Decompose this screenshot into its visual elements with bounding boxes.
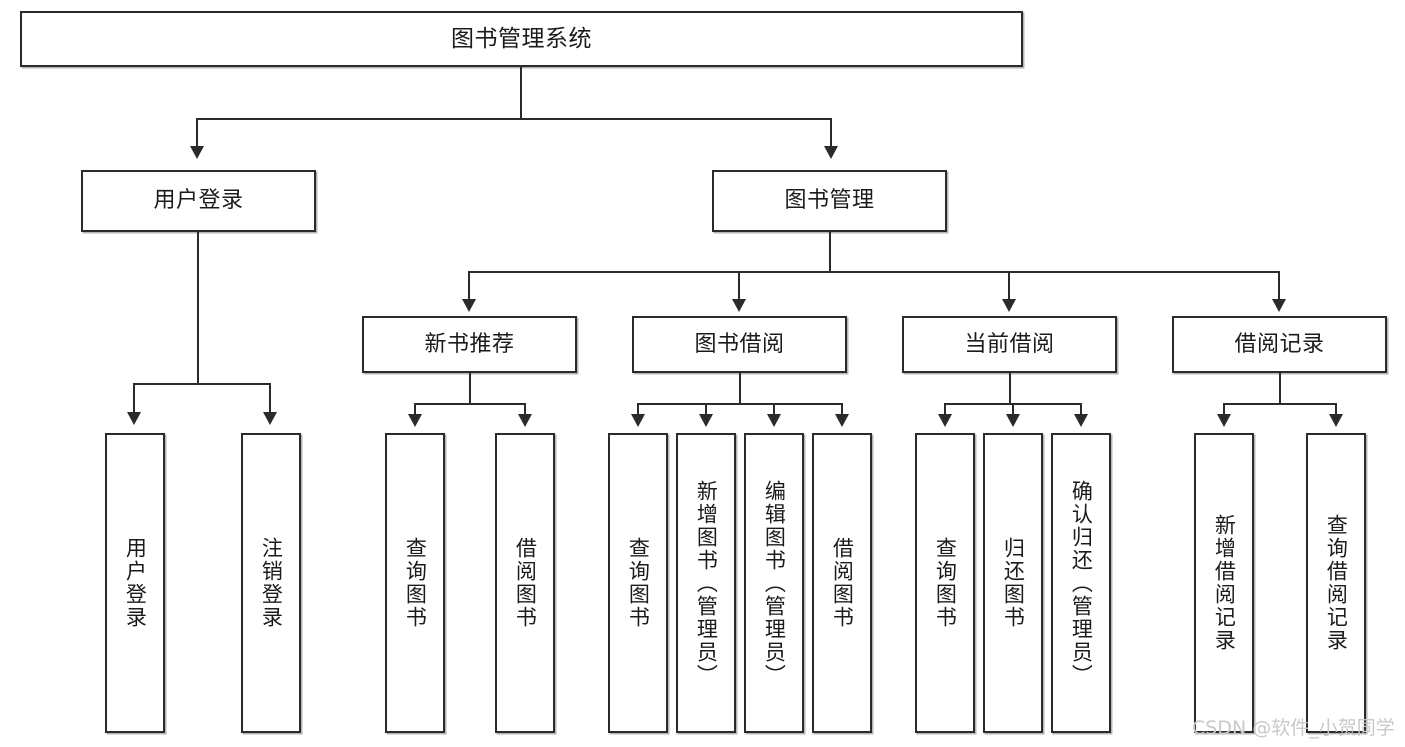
leaf-add-borrow-record[interactable]: 新增借阅记录 — [1194, 433, 1254, 733]
connector-borrow-record-leaf-2 — [1335, 403, 1337, 417]
connector-new-book-bus — [414, 403, 526, 405]
leaf-edit-book-admin[interactable]: 编辑图书（管理员） — [744, 433, 804, 733]
node-user-login[interactable]: 用户登录 — [81, 170, 316, 232]
connector-level2-bus — [196, 118, 832, 120]
connector-to-book-manage — [830, 118, 832, 150]
node-label: 新增借阅记录 — [1212, 514, 1237, 652]
node-label: 查询借阅记录 — [1324, 514, 1349, 652]
node-current-borrow[interactable]: 当前借阅 — [902, 316, 1117, 373]
connector-book-borrow-leaf-3 — [773, 403, 775, 417]
connector-user-login-bus — [133, 383, 269, 385]
arrowhead-leaf-query-book-nb — [408, 414, 422, 427]
connector-new-book-leaf-1 — [414, 403, 416, 417]
connector-current-borrow-leaf-2 — [1012, 403, 1014, 417]
leaf-user-login[interactable]: 用户登录 — [105, 433, 165, 733]
node-borrow-record[interactable]: 借阅记录 — [1172, 316, 1387, 373]
connector-book-borrow-leaf-4 — [841, 403, 843, 417]
leaf-query-book-new[interactable]: 查询图书 — [385, 433, 445, 733]
connector-user-login-stem — [197, 232, 199, 384]
connector-user-login-leaf-1 — [133, 383, 135, 415]
node-label: 图书管理 — [784, 188, 875, 214]
leaf-add-book-admin[interactable]: 新增图书（管理员） — [676, 433, 736, 733]
leaf-return-book[interactable]: 归还图书 — [983, 433, 1043, 733]
arrowhead-user-login — [190, 146, 204, 159]
leaf-borrow-book[interactable]: 借阅图书 — [812, 433, 872, 733]
node-label: 查询图书 — [933, 537, 958, 629]
arrowhead-leaf-query-record — [1329, 414, 1343, 427]
connector-to-current-borrow — [1008, 271, 1010, 303]
node-label: 图书管理系统 — [451, 25, 592, 52]
node-label: 归还图书 — [1001, 537, 1026, 629]
arrowhead-new-book — [462, 299, 476, 312]
connector-book-manage-stem — [829, 232, 831, 272]
arrowhead-book-borrow — [732, 299, 746, 312]
arrowhead-current-borrow — [1002, 299, 1016, 312]
leaf-confirm-return-admin[interactable]: 确认归还（管理员） — [1051, 433, 1111, 733]
connector-borrow-record-bus — [1223, 403, 1337, 405]
leaf-query-book-borrow[interactable]: 查询图书 — [608, 433, 668, 733]
node-label: 注销登录 — [259, 537, 284, 629]
connector-to-book-borrow — [738, 271, 740, 303]
leaf-query-borrow-record[interactable]: 查询借阅记录 — [1306, 433, 1366, 733]
node-new-book-recommend[interactable]: 新书推荐 — [362, 316, 577, 373]
node-label: 借阅记录 — [1234, 331, 1325, 357]
node-label: 新增图书（管理员） — [694, 479, 719, 687]
connector-user-login-leaf-2 — [269, 383, 271, 415]
node-label: 用户登录 — [123, 537, 148, 629]
arrowhead-leaf-confirm-return — [1074, 414, 1088, 427]
arrowhead-leaf-borrow-book-nb — [518, 414, 532, 427]
node-label: 查询图书 — [626, 537, 651, 629]
node-label: 新书推荐 — [424, 331, 515, 357]
arrowhead-leaf-add-record — [1217, 414, 1231, 427]
connector-root-stem — [520, 67, 522, 119]
arrowhead-leaf-logout — [263, 412, 277, 425]
connector-new-book-stem — [469, 373, 471, 404]
arrowhead-book-manage — [824, 146, 838, 159]
arrowhead-leaf-borrow-book-bb — [835, 414, 849, 427]
node-label: 借阅图书 — [830, 537, 855, 629]
node-book-management[interactable]: 图书管理 — [712, 170, 947, 232]
connector-book-borrow-leaf-1 — [637, 403, 639, 417]
arrowhead-leaf-query-book-cb — [938, 414, 952, 427]
connector-book-borrow-bus — [637, 403, 843, 405]
connector-book-borrow-stem — [739, 373, 741, 404]
connector-level3-bus — [468, 271, 1280, 273]
node-label: 当前借阅 — [964, 331, 1055, 357]
connector-to-user-login — [196, 118, 198, 150]
connector-borrow-record-leaf-1 — [1223, 403, 1225, 417]
node-label: 查询图书 — [403, 537, 428, 629]
node-root-system[interactable]: 图书管理系统 — [20, 11, 1023, 67]
arrowhead-leaf-add-book — [699, 414, 713, 427]
leaf-query-book-current[interactable]: 查询图书 — [915, 433, 975, 733]
leaf-logout[interactable]: 注销登录 — [241, 433, 301, 733]
arrowhead-leaf-user-login — [127, 412, 141, 425]
connector-borrow-record-stem — [1279, 373, 1281, 404]
connector-new-book-leaf-2 — [524, 403, 526, 417]
arrowhead-leaf-query-book-bb — [631, 414, 645, 427]
node-label: 借阅图书 — [513, 537, 538, 629]
node-label: 确认归还（管理员） — [1069, 479, 1094, 687]
node-label: 用户登录 — [153, 188, 244, 214]
connector-book-borrow-leaf-2 — [705, 403, 707, 417]
arrowhead-leaf-return-book — [1006, 414, 1020, 427]
connector-to-borrow-record — [1278, 271, 1280, 303]
connector-current-borrow-leaf-3 — [1080, 403, 1082, 417]
node-label: 编辑图书（管理员） — [762, 479, 787, 687]
connector-to-new-book — [468, 271, 470, 303]
arrowhead-leaf-edit-book — [767, 414, 781, 427]
leaf-borrow-book-new[interactable]: 借阅图书 — [495, 433, 555, 733]
arrowhead-borrow-record — [1272, 299, 1286, 312]
node-book-borrow[interactable]: 图书借阅 — [632, 316, 847, 373]
connector-current-borrow-leaf-1 — [944, 403, 946, 417]
node-label: 图书借阅 — [694, 331, 785, 357]
connector-current-borrow-stem — [1009, 373, 1011, 404]
